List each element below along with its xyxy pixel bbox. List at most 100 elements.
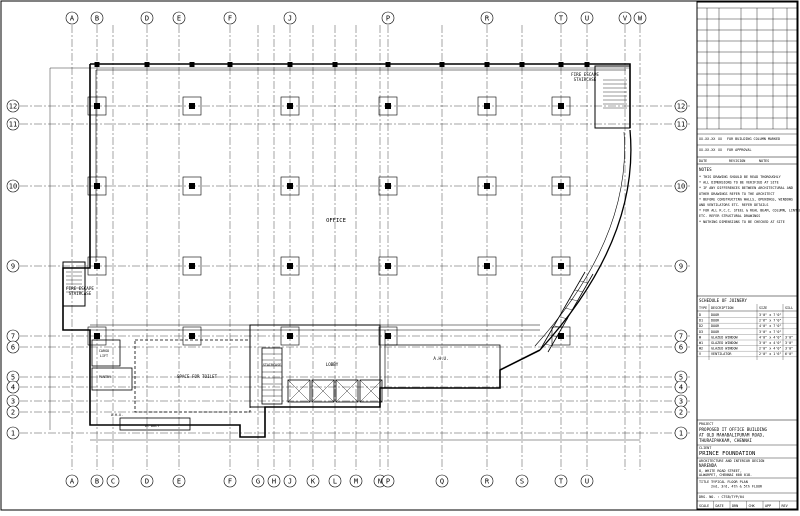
grid-bubble-right-11 [674,117,688,131]
client-label: CLIENT [699,446,711,450]
project-line: THURAIPAKKAM, CHENNAI [699,438,752,443]
fire-escape-left-block [62,261,86,307]
architect-label: ARCHITECTURE AND INTERIOR DESIGN [699,459,764,463]
schedule-cell: 2'6" x 7'0" [759,319,781,323]
footer-cell: CHK [749,504,756,508]
room-label-space-for-toilet: SPACE FOR TOILET [177,374,218,379]
note-line: OTHER DRAWINGS REFER TO THE ARCHITECT [699,192,775,196]
grid-label-top-R: R [485,15,490,23]
grid-label-right-7: 7 [679,333,683,341]
schedule-header-cell: TYPE [699,306,707,310]
grid-label-top-P: P [386,15,390,23]
grid-label-top-J: J [288,15,292,23]
schedule-cell: DOOR [711,313,720,317]
grid-bubble-top-F [223,11,237,25]
column-footing [280,96,300,116]
schedule-cell: DOOR [711,324,720,328]
grid-label-right-4: 4 [679,384,683,392]
schedule-cell: DOOR [711,330,720,334]
grid-bubble-bottom-J [283,474,297,488]
grid-bubble-bottom-C [106,474,120,488]
column-footing [477,96,497,116]
grid-label-right-9: 9 [679,263,683,271]
column-footing [378,96,398,116]
schedule-cell: 6'0" [785,352,793,356]
grid-bubble-left-11 [6,117,20,131]
grid-label-right-1: 1 [679,430,683,438]
grid-bubble-right-2 [674,405,688,419]
schedule-cell: GLAZED WINDOW [711,335,738,339]
note-line: AND VENTILATORS ETC. REFER DETAILS [699,203,768,207]
stair-treads [603,79,627,109]
grid-label-left-12: 12 [9,103,17,111]
grid-label-left-9: 9 [11,263,15,271]
schedule-cell: DOOR [711,319,720,323]
column-core [287,263,293,269]
room-label-fire-escape-left: FIRE ESCAPE [66,286,94,291]
column-footing [378,256,398,276]
grid-bubble-top-R [480,11,494,25]
corridor-wall [90,324,540,331]
grid-label-bottom-K: K [311,478,316,486]
pantry [91,367,133,391]
ac-duct-zone [119,417,191,431]
grid-bubble-left-12 [6,99,20,113]
grid-bubble-bottom-K [306,474,320,488]
grid-label-top-F: F [228,15,232,23]
grid-label-top-T: T [559,15,564,23]
column-core [484,263,490,269]
schedule-cell: VENTILATOR [711,352,732,356]
room-label-office: OFFICE [326,218,346,224]
room-label-lobby: LOBBY [326,362,339,367]
perimeter-column [519,62,525,67]
grid-bubble-bottom-L [328,474,342,488]
lift-1 [287,379,311,403]
schedule-cell: 4'0" x 7'0" [759,324,781,328]
toilet-zone [134,339,251,413]
grid-label-top-A: A [70,15,75,23]
grid-label-right-3: 3 [679,398,683,406]
note-line: * FOR ALL R.C.C. STEEL & REAL BEAM, COLU… [699,209,800,213]
note-line: * THIS DRAWING SHOULD BE READ THOROUGHLY [699,175,781,179]
schedule-cell: W1 [699,341,703,345]
grid-label-right-10: 10 [677,183,685,191]
staircase-core [261,347,283,405]
column-footing [280,326,300,346]
grid-label-top-B: B [95,15,99,23]
lift-crosses [287,379,383,403]
grid-label-top-V: V [623,15,628,23]
grid-bubble-left-9 [6,259,20,273]
grid-label-bottom-P: P [386,478,390,486]
schedule-cell: GLAZED WINDOW [711,341,738,345]
column-footing [182,256,202,276]
grid-label-right-2: 2 [679,409,683,417]
rev-header-cell: REVISION [729,159,745,163]
rev-no: XX [718,148,723,152]
grid-label-right-6: 6 [679,344,683,352]
column-core [484,103,490,109]
rev-header-cell: NOTES [759,159,769,163]
perimeter-column [385,62,391,67]
title-line: TYPICAL FLOOR PLAN [711,480,748,484]
schedule-cell: 4'0" x 4'0" [759,335,781,339]
rev-date: XX-XX-XX [699,148,716,152]
grid-label-left-7: 7 [11,333,15,341]
grid-bubble-bottom-A [65,474,79,488]
grid-label-left-11: 11 [9,121,17,129]
schedule-header-cell: DESCRIPTION [711,306,733,310]
column-footing [87,256,107,276]
column-core [189,183,195,189]
grid-label-bottom-R: R [485,478,490,486]
grid-label-right-5: 5 [679,374,683,382]
column-footing [182,176,202,196]
perimeter-column [189,62,195,67]
column-core [287,333,293,339]
column-core [94,333,100,339]
column-footing [551,96,571,116]
perimeter-column [227,62,233,67]
column-core [385,183,391,189]
column-footing [87,176,107,196]
grid-bubble-right-10 [674,179,688,193]
